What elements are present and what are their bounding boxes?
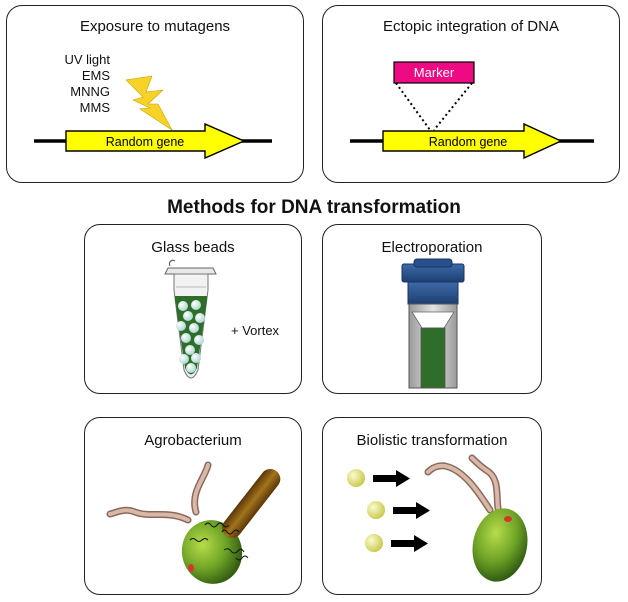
glass-bead xyxy=(178,301,188,311)
panel-title: Agrobacterium xyxy=(144,432,242,449)
random-gene-1: Random gene xyxy=(34,122,272,160)
marker-label: Marker xyxy=(414,65,455,80)
panel-ectopic: Ectopic integration of DNA xyxy=(322,5,620,183)
mutagen-item: UV light xyxy=(64,52,110,67)
arrow-right-icon xyxy=(373,470,410,487)
arrow-right-icon xyxy=(393,502,430,519)
mutagen-item: EMS xyxy=(81,68,110,83)
gene-label: Random gene xyxy=(106,135,185,149)
glass-bead xyxy=(185,345,195,355)
gold-particle-icon xyxy=(367,501,385,519)
panel-mutagens: Exposure to mutagens xyxy=(6,5,304,183)
biolistic-illustration xyxy=(347,454,528,582)
glass-bead xyxy=(195,313,205,323)
arrow-right-icon xyxy=(391,535,428,552)
glass-bead xyxy=(183,311,193,321)
glass-bead xyxy=(179,354,189,364)
gene-label: Random gene xyxy=(429,135,508,149)
glass-bead xyxy=(194,335,204,345)
marker-insert: Marker xyxy=(393,61,475,131)
panel-title: Ectopic integration of DNA xyxy=(383,18,559,35)
mutagen-item: MMS xyxy=(79,100,110,115)
mutagen-list: UV light EMS MNNG MMS xyxy=(58,52,110,116)
gold-particle-icon xyxy=(365,534,383,552)
lightning-icon xyxy=(125,75,173,131)
glass-bead xyxy=(191,300,201,310)
panel-title: Biolistic transformation xyxy=(356,432,508,449)
cuvette-icon xyxy=(401,258,465,389)
vortex-note: + Vortex xyxy=(231,323,280,338)
page-title: Methods for DNA transformation xyxy=(167,197,461,218)
glass-bead xyxy=(189,323,199,333)
agrobacterium-illustration xyxy=(106,461,281,584)
glass-bead xyxy=(191,353,201,363)
glass-bead xyxy=(186,363,196,373)
panel-title: Electroporation xyxy=(381,239,483,256)
panel-title: Exposure to mutagens xyxy=(79,18,231,35)
panel-title: Glass beads xyxy=(151,239,235,256)
random-gene-2: Random gene xyxy=(350,122,594,160)
mutagen-item: MNNG xyxy=(70,84,110,99)
glass-bead xyxy=(181,333,191,343)
microtube-icon xyxy=(164,259,217,379)
glass-bead xyxy=(176,321,186,331)
gold-particle-icon xyxy=(347,469,365,487)
